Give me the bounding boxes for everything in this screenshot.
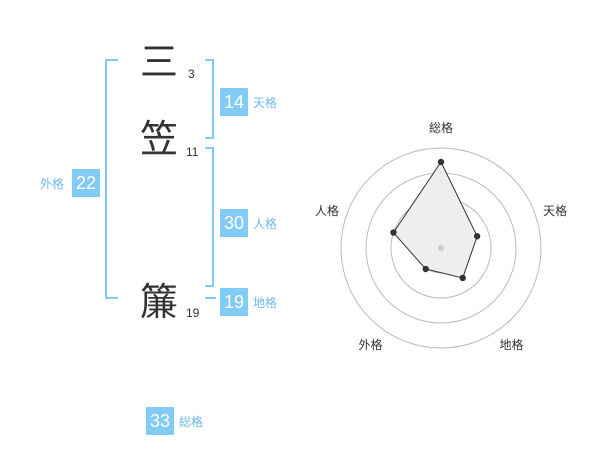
- name-char-3: 簾: [140, 280, 179, 324]
- radar-axis-label: 外格: [358, 337, 382, 352]
- chikaku-value: 19: [220, 288, 248, 316]
- chikaku-label: 地格: [253, 296, 278, 310]
- tenkaku-value: 14: [220, 88, 248, 116]
- name-char-2-strokes: 11: [186, 145, 199, 159]
- name-char-3-strokes: 19: [186, 306, 200, 320]
- radar-ring: [340, 147, 542, 349]
- radar-axis-label: 人格: [315, 203, 339, 218]
- soukaku-value: 33: [146, 407, 174, 435]
- name-char-1-strokes: 3: [188, 67, 195, 81]
- radar-point-5: [390, 229, 397, 236]
- jinkaku-value: 30: [220, 209, 248, 237]
- radar-axis-label: 天格: [543, 203, 567, 218]
- jinkaku-bracket: [205, 147, 214, 287]
- radar-point-3: [459, 274, 466, 282]
- gaikaku-label: 外格: [40, 177, 65, 191]
- name-char-1: 三: [140, 40, 179, 84]
- radar-point-2: [473, 233, 481, 240]
- gaikaku-bracket: [105, 59, 118, 299]
- radar-center: [438, 245, 444, 251]
- name-char-2: 笠: [140, 117, 179, 161]
- jinkaku-label: 人格: [253, 217, 278, 231]
- gaikaku-value: 22: [72, 169, 100, 197]
- tenkaku-label: 天格: [253, 96, 278, 110]
- radar-axis-label: 地格: [500, 337, 524, 352]
- radar-area: [392, 161, 478, 279]
- radar-point-4: [422, 265, 429, 273]
- radar-point-1: [437, 158, 445, 166]
- tenkaku-bracket: [205, 59, 214, 139]
- soukaku-label: 総格: [179, 415, 204, 429]
- radar-axis-label: 総格: [429, 120, 453, 135]
